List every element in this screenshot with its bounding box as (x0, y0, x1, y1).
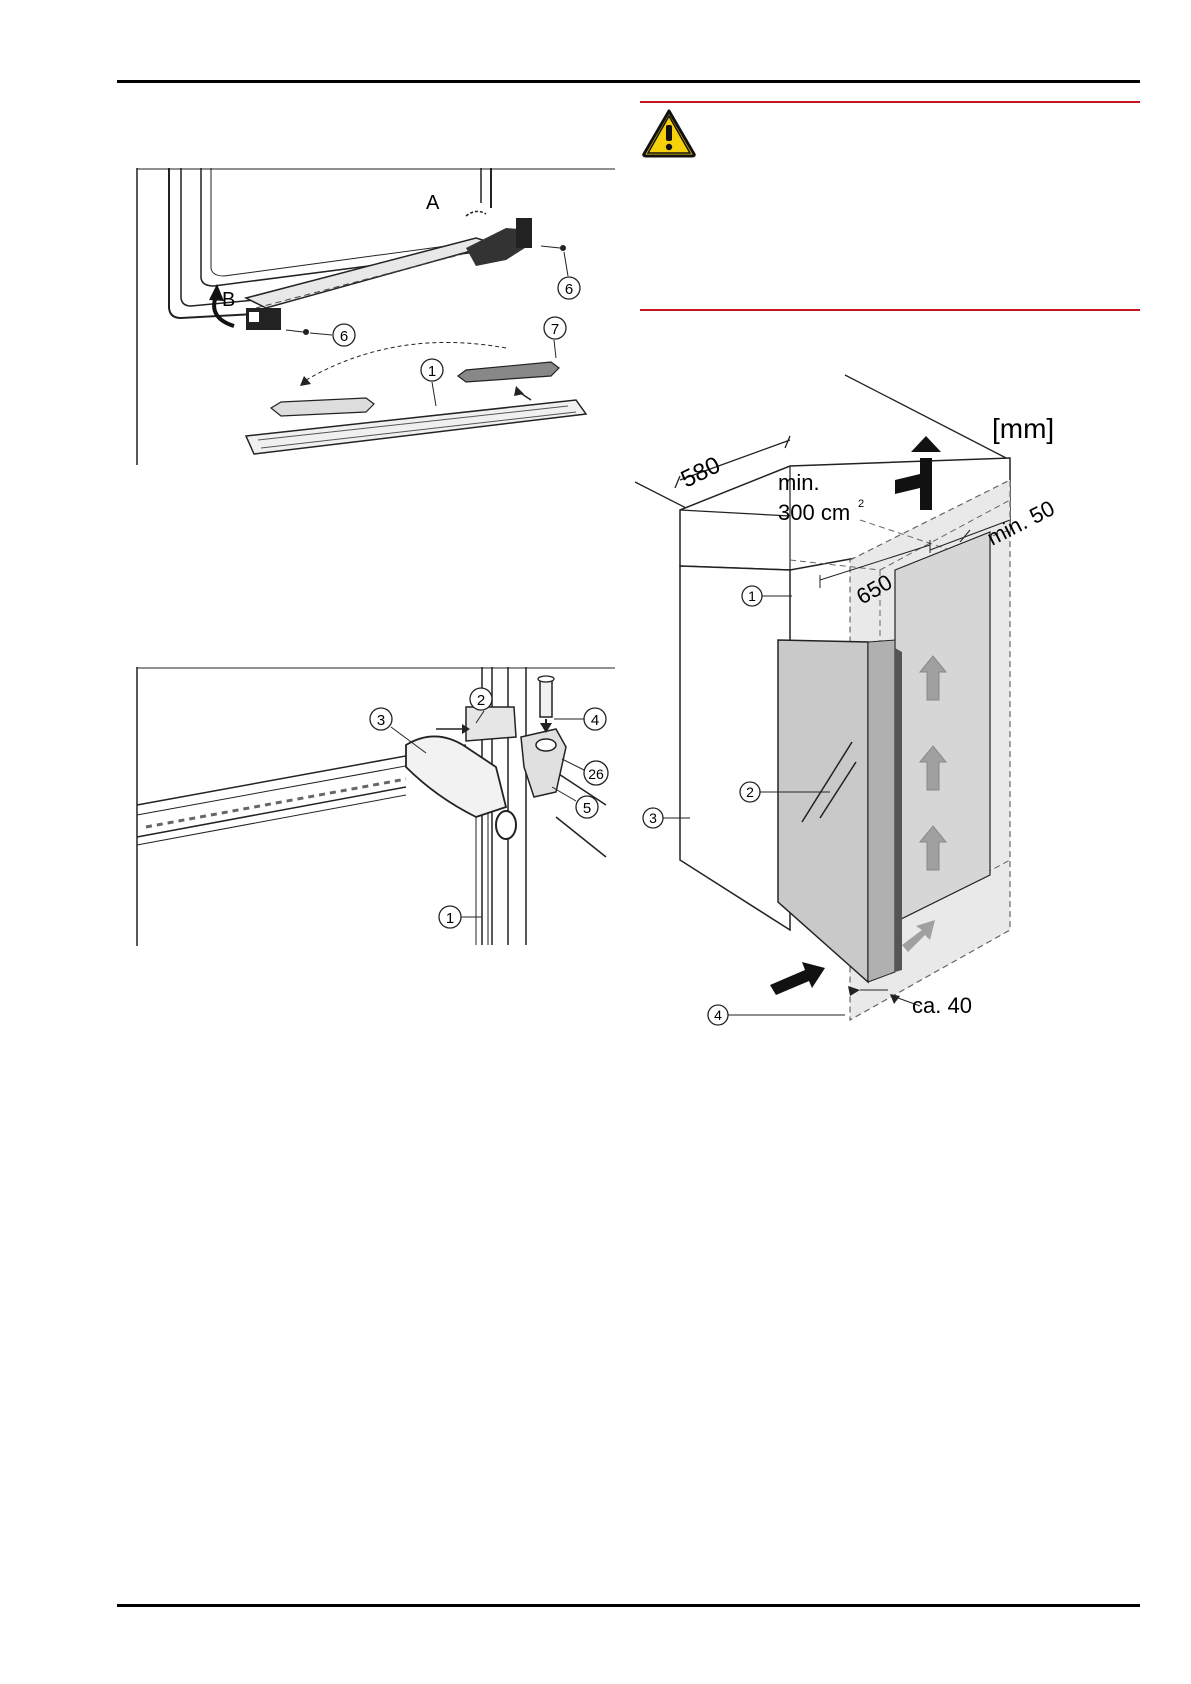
units-label: [mm] (992, 413, 1054, 444)
callout-1-top-cabinet-label: 1 (748, 588, 756, 604)
vent-area-label: 300 cm (778, 500, 850, 525)
callout-6-left: 6 (309, 323, 356, 347)
figure-hinge-assembly: 2 3 4 26 5 1 (136, 667, 616, 947)
callout-7-label: 7 (551, 321, 559, 338)
callout-4: 4 (554, 707, 607, 731)
callout-3-side-unit: 3 (642, 807, 690, 829)
callout-5-label: 5 (583, 800, 591, 817)
warning-bottom-rule (640, 309, 1140, 311)
callout-4-label: 4 (591, 712, 599, 729)
callout-5: 5 (551, 786, 599, 819)
callout-2: 2 (469, 687, 493, 724)
callout-1-label: 1 (428, 363, 436, 380)
warning-triangle-icon (642, 109, 696, 158)
callout-6-right-label: 6 (565, 281, 573, 298)
callout-6-right: 6 (557, 251, 581, 300)
callout-26: 26 (561, 758, 609, 786)
callout-1-rail-label: 1 (446, 910, 454, 927)
callout-1-rail: 1 (438, 905, 482, 929)
callout-26-label: 26 (588, 766, 604, 782)
callout-3: 3 (369, 707, 427, 754)
callout-3-side-unit-label: 3 (649, 810, 657, 826)
callout-2-door-label: 2 (746, 784, 754, 800)
vent-area-superscript: 2 (858, 498, 864, 510)
label-a: A (426, 192, 440, 214)
header-rule (117, 80, 1140, 83)
callout-4-plinth-label: 4 (714, 1007, 722, 1023)
callout-4-plinth: 4 (707, 1004, 845, 1026)
label-b: B (222, 289, 235, 311)
figure-installation-dimensions: [mm] 580 min. 300 cm 2 min. 50 650 ca. 4… (630, 370, 1130, 1030)
callout-1: 1 (420, 358, 444, 407)
callout-1-top-cabinet: 1 (741, 585, 792, 607)
gap-ca-40: ca. 40 (912, 993, 972, 1018)
dim-580: 580 (677, 452, 725, 494)
warning-top-rule (640, 101, 1140, 103)
vent-min-label: min. (778, 470, 820, 495)
footer-rule (117, 1604, 1140, 1607)
callout-3-label: 3 (377, 712, 385, 729)
figure-door-bracket: A B 6 6 7 1 (136, 168, 616, 466)
callout-6-left-label: 6 (340, 328, 348, 345)
callout-7: 7 (543, 316, 567, 359)
callout-2-label: 2 (477, 692, 485, 709)
callout-2-door: 2 (739, 781, 830, 803)
